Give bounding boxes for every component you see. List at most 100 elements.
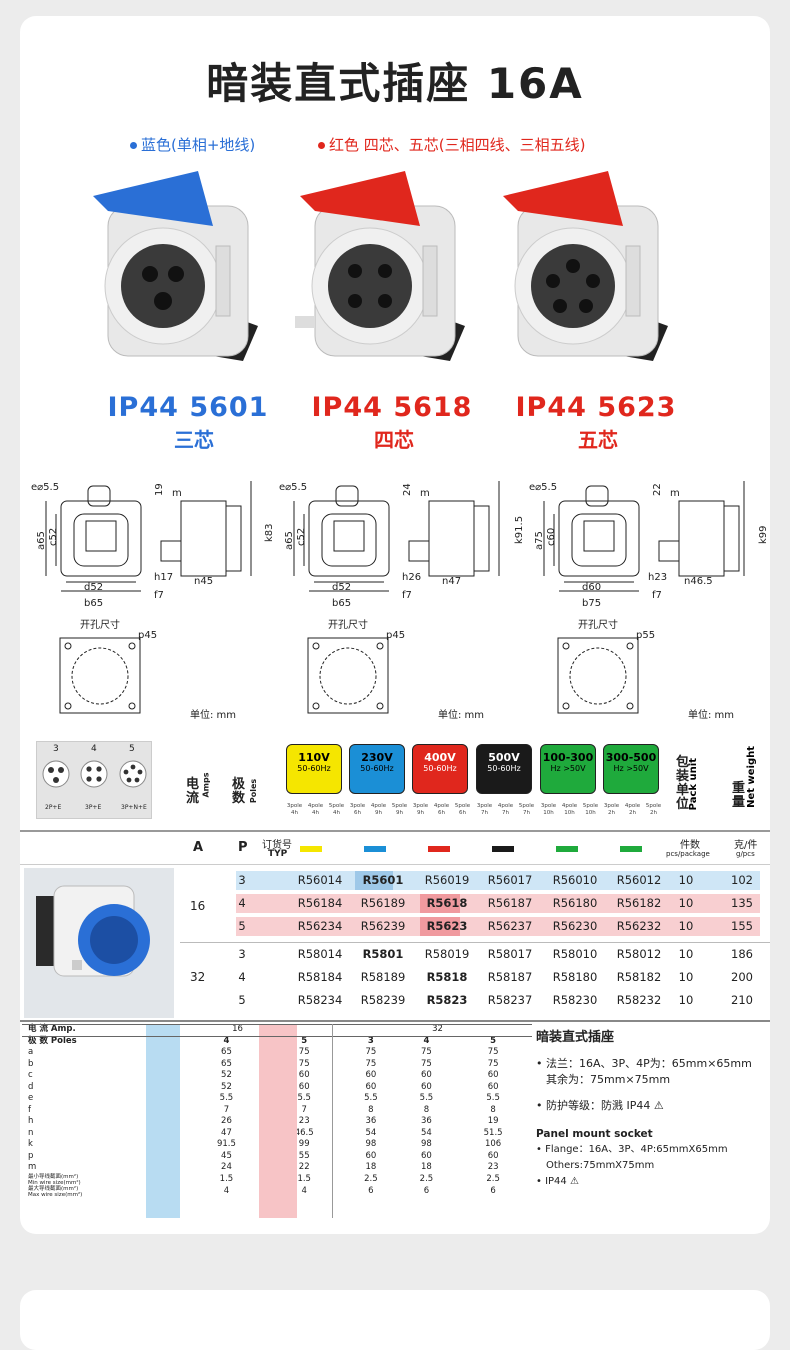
voltage-hz: 50-60Hz [360,764,394,773]
header-weight-en: Net weight [746,746,757,808]
spec-value: 99 [298,1139,310,1150]
dim-h: h23 [648,572,667,583]
spec-value: 52 [221,1070,232,1081]
next-card [20,1290,770,1350]
spec-key: m [28,1162,37,1173]
dim-e: e⌀5.5 [31,482,59,493]
spec-value: 45 [221,1150,232,1161]
order-code: R56187 [487,896,533,910]
order-code: R58017 [487,947,533,961]
order-code: R5623 [426,919,468,933]
order-poles: 5 [238,919,246,933]
pole-config-box: 3 4 5 2P+E 3P+E 3P+N+E [36,741,152,819]
spec-value: 60 [365,1081,377,1092]
dim-d: d60 [582,582,601,593]
spec-value: 98 [365,1139,377,1150]
blue-socket-image [93,171,258,361]
voltage-value: 100-300 [542,751,594,764]
red-swatch [428,846,450,852]
pcs-en: pcs/package [666,850,710,858]
amp-16: 16 [190,899,206,913]
order-pack: 10 [678,896,694,910]
legend-red: 红色 四芯、五芯(三相四线、三相五线) [318,134,585,155]
dim-c: c60 [546,528,557,546]
order-code: R56239 [360,919,406,933]
cutout-label: 开孔尺寸 [328,618,368,631]
poles-100-300: 3pole 10h4pole 10h5pole 10h [538,803,604,817]
order-code: R58184 [297,970,343,984]
spec-table: 电 流 Amp. 16 32 极 数 Poles 3 4 5 3 4 5 a65… [22,1024,532,1218]
spec-poles-label: 极 数 Poles [28,1035,77,1046]
highlight-r5623 [420,917,460,936]
header-pack: 包装单位 [676,756,690,812]
divider [22,1036,532,1037]
spec-value: 5.5 [219,1093,234,1104]
voltage-hz: Hz >50V [613,764,649,773]
dim-n: n47 [442,576,461,587]
spec-notes: 暗装直式插座 • 法兰：16A、3P、4P为：65mm×65mm 其余为：75m… [536,1030,766,1190]
cores-5: 五芯 [578,428,618,452]
pcs-cn: 件数 [680,840,700,851]
poles-230v: 3pole 6h4pole 9h5pole 9h [347,803,413,817]
warning-icon: ⚠ [569,1176,579,1187]
order-code: R56234 [297,919,343,933]
order-code: R56014 [297,873,343,887]
order-code: R58230 [552,993,598,1007]
voltage-hz: 50-60Hz [297,764,331,773]
pole-h: 5pole 2h [645,803,662,816]
voltage-value: 500V [488,751,520,764]
col-3p-16a [146,1024,180,1218]
red-5pin-socket-image [503,171,668,361]
divider [20,1020,770,1022]
highlight-r5618 [420,894,460,913]
unit-label-3: 单位: mm [688,710,735,721]
col-5p-16a [259,1024,297,1218]
pole-label-3pne: 3P+N+E [121,804,147,811]
order-pack: 10 [678,873,694,887]
spec-value: 5.5 [297,1093,311,1104]
order-pack: 10 [678,970,694,984]
spec-value: 18 [421,1162,432,1173]
dim-e: e⌀5.5 [279,482,307,493]
col-p: P [238,840,248,855]
dim-m-label: m [172,488,182,499]
pole-h: 5pole 9h [391,803,408,816]
col-a: A [193,840,204,855]
order-weight: 210 [731,993,753,1007]
spec-value: 8 [490,1104,496,1115]
spec-value: 23 [487,1162,499,1173]
pole-h: 4pole 4h [307,803,324,816]
dim-e: e⌀5.5 [529,482,557,493]
pole-h: 5pole 4h [328,803,345,816]
unit-label-2: 单位: mm [438,710,485,721]
order-code: R56182 [616,896,662,910]
spec-value: 19 [487,1116,499,1127]
header-weight: 重量 [732,782,746,810]
cutout-5623: 开孔尺寸 p55 [557,618,655,714]
g-cn: 克/件 [734,840,758,851]
spec-value: 26 [221,1116,232,1127]
unit-label-1: 单位: mm [190,710,237,721]
pole-h: 3pole 6h [349,803,366,816]
order-code: R58014 [297,947,343,961]
dim-p: p45 [386,630,405,641]
spec-value: 75 [487,1047,499,1058]
order-code: R56012 [616,873,662,887]
spec-current-label: 电 流 Amp. [28,1024,76,1035]
spec-value: 60 [487,1070,499,1081]
spec-key: h [28,1116,34,1127]
spec-value: 91.5 [216,1139,236,1150]
dim-b: b65 [84,598,103,609]
spec-value: 106 [484,1139,502,1150]
spec-value: 54 [365,1127,377,1138]
order-code: R58232 [616,993,662,1007]
spec-value: 6 [368,1186,374,1196]
spec-key: b [28,1058,34,1069]
spec-amp16: 16 [232,1024,243,1035]
spec-value: 6 [423,1186,430,1196]
dim-d: d52 [332,582,351,593]
pole-h: 3pole 10h [540,803,557,816]
spec-amp32: 32 [432,1024,443,1035]
spec-value: 46.5 [294,1127,314,1138]
